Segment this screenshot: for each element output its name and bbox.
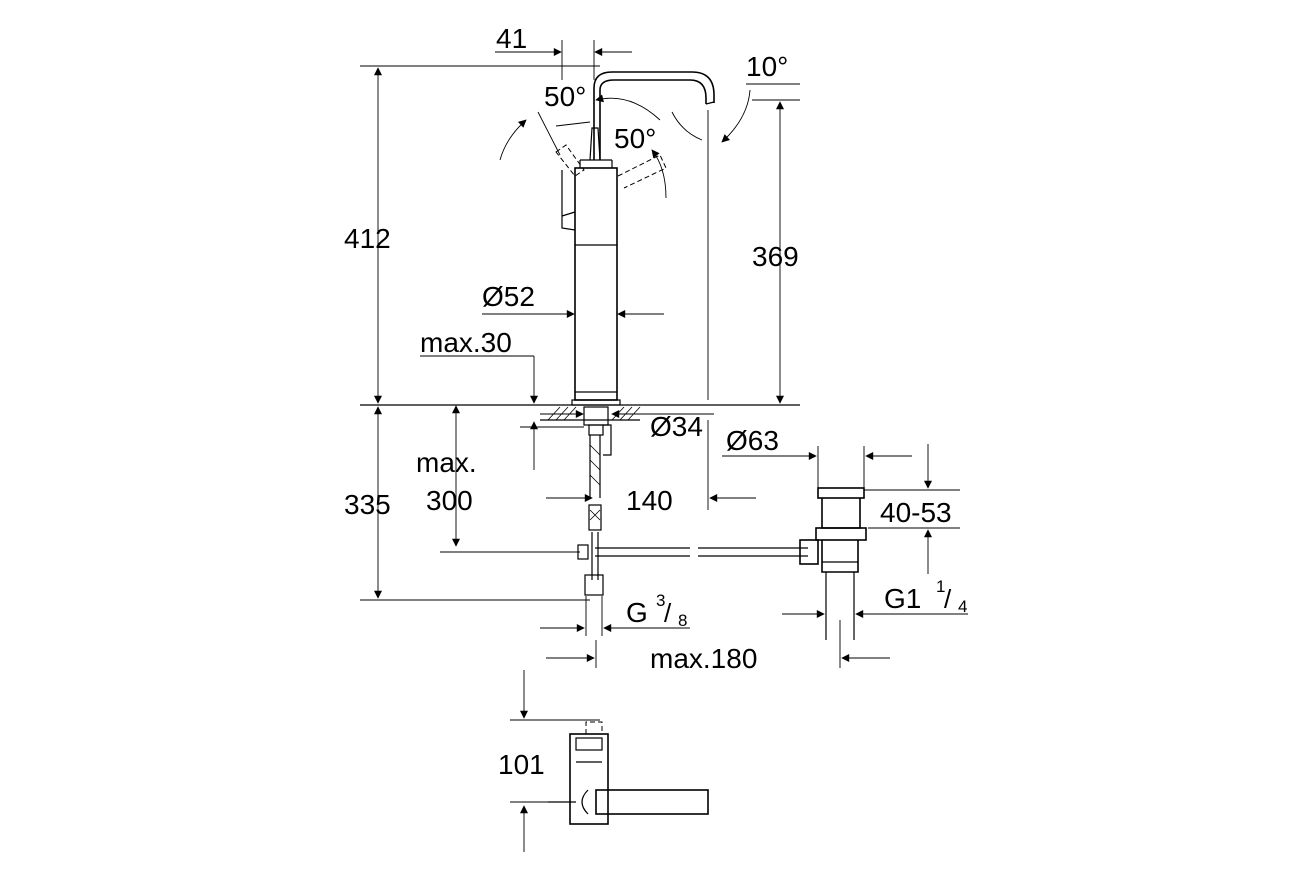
label-angle-50-lower: 50° <box>614 123 656 154</box>
label-g1-1-4: G1 1 / 4 <box>884 577 967 616</box>
popup-rod <box>577 544 808 560</box>
svg-text:G: G <box>626 597 648 628</box>
svg-text:1: 1 <box>936 577 945 596</box>
label-40-53: 40-53 <box>880 497 952 528</box>
faucet-body <box>555 71 715 406</box>
label-max-30: max.30 <box>420 327 512 358</box>
dimension-lines <box>360 40 968 668</box>
svg-text:/: / <box>944 584 952 614</box>
label-101: 101 <box>498 749 545 780</box>
label-140: 140 <box>626 485 673 516</box>
label-dia-52: Ø52 <box>482 281 535 312</box>
label-angle-10: 10° <box>746 51 788 82</box>
label-g-3-8: G 3 / 8 <box>626 591 687 630</box>
svg-text:3: 3 <box>656 591 665 610</box>
svg-text:4: 4 <box>958 597 967 616</box>
countertop-hatch <box>540 406 641 421</box>
waste-drain <box>799 487 867 640</box>
label-300: 300 <box>426 485 473 516</box>
label-max: max. <box>416 447 477 478</box>
svg-text:8: 8 <box>678 611 687 630</box>
label-max-180: max.180 <box>650 643 757 674</box>
label-dia-63: Ø63 <box>726 425 779 456</box>
label-angle-50-upper: 50° <box>544 81 586 112</box>
dimension-labels: 41 10° 50° 50° 412 369 Ø52 max.30 Ø34 Ø6… <box>344 23 967 780</box>
label-dia-34: Ø34 <box>650 411 703 442</box>
supply-hoses <box>583 406 612 596</box>
label-412: 412 <box>344 223 391 254</box>
label-41: 41 <box>496 23 527 54</box>
svg-text:/: / <box>664 598 672 628</box>
label-369: 369 <box>752 241 799 272</box>
svg-text:G1: G1 <box>884 583 921 614</box>
label-335: 335 <box>344 489 391 520</box>
top-view <box>510 670 709 852</box>
